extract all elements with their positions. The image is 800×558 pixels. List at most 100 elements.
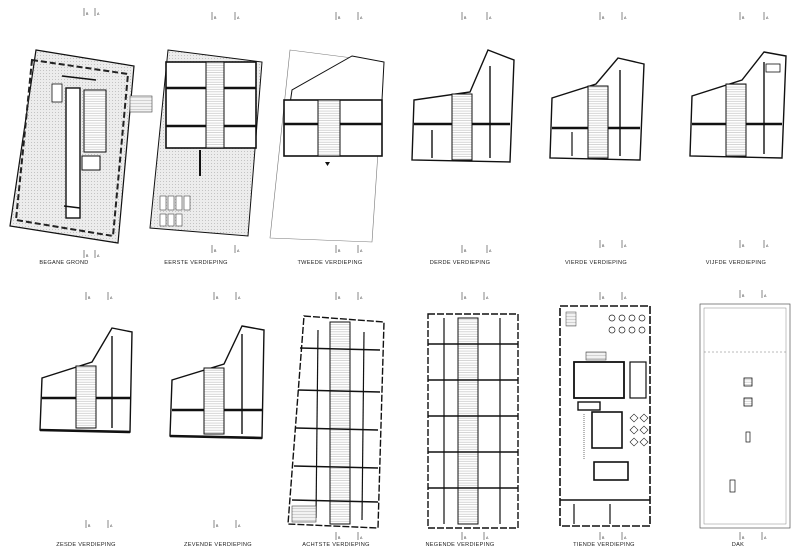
room [593, 461, 629, 481]
svg-text:A: A [489, 249, 492, 253]
svg-text:B: B [602, 296, 605, 300]
svg-text:A: A [624, 244, 627, 248]
section-marker-b: B [739, 12, 745, 20]
section-marker-a: A [357, 292, 363, 300]
section-marker-b: B [335, 292, 341, 300]
svg-text:B: B [86, 12, 89, 16]
plan-zevende-verdieping: B A B A ZEVENDE VERDIEPING [169, 292, 265, 548]
north-arrow-icon [325, 162, 330, 166]
entrance-ramp [129, 95, 153, 113]
svg-text:A: A [238, 296, 241, 300]
plan-dak: B A B A DAK [699, 290, 791, 548]
section-marker-b: B [213, 292, 219, 300]
corridor [75, 365, 97, 429]
corridor [205, 61, 225, 149]
room [573, 361, 625, 399]
section-marker-b: B [213, 520, 219, 528]
plan-vierde-verdieping: B A B A VIERDE VERDIEPING [549, 12, 645, 266]
svg-text:B: B [338, 16, 341, 20]
svg-text:A: A [237, 249, 240, 253]
stair-core [83, 89, 107, 153]
section-marker-a: A [94, 250, 100, 258]
room [81, 155, 101, 171]
svg-text:B: B [464, 249, 467, 253]
plan-label: ZESDE VERDIEPING [56, 542, 116, 548]
svg-text:A: A [766, 16, 769, 20]
svg-text:A: A [360, 296, 363, 300]
plan-tiende-verdieping: B A B A [559, 292, 651, 548]
section-marker-b: B [461, 245, 467, 253]
section-marker-a: A [235, 292, 241, 300]
section-marker-a: A [107, 520, 113, 528]
plan-label: ZEVENDE VERDIEPING [184, 542, 252, 548]
plan-label: TWEEDE VERDIEPING [297, 260, 362, 266]
section-marker-b: B [739, 290, 745, 298]
section-marker-a: A [357, 12, 363, 20]
vent [745, 431, 751, 443]
svg-text:B: B [602, 16, 605, 20]
plan-derde-verdieping: B A B A DERDE VERDIEPING [411, 12, 515, 266]
svg-text:B: B [338, 249, 341, 253]
svg-text:A: A [360, 16, 363, 20]
room [51, 83, 63, 103]
svg-text:B: B [464, 296, 467, 300]
svg-text:A: A [764, 294, 767, 298]
corridor [317, 99, 341, 157]
parking-spaces [159, 195, 191, 227]
svg-text:B: B [214, 16, 217, 20]
svg-text:A: A [110, 524, 113, 528]
svg-text:A: A [238, 524, 241, 528]
roof-hatch [743, 377, 753, 387]
section-marker-b: B [739, 240, 745, 248]
section-marker-a: A [483, 292, 489, 300]
roof-edge [703, 307, 787, 525]
roof-hatch [743, 397, 753, 407]
corridor [329, 321, 351, 525]
section-marker-a: A [486, 12, 492, 20]
stair [585, 351, 607, 361]
corridor [203, 367, 225, 435]
section-marker-a: A [486, 245, 492, 253]
plan-label: BEGANE GROND [39, 260, 88, 266]
section-marker-b: B [83, 250, 89, 258]
section-marker-b: B [335, 532, 341, 540]
section-marker-a: A [763, 240, 769, 248]
core-strip [65, 87, 81, 219]
plan-negende-verdieping: B A B A NEGENDE VERDIEPING [425, 292, 519, 548]
plan-label: EERSTE VERDIEPING [164, 260, 228, 266]
plan-eerste-verdieping: B A B A EERSTE VERDIEPING [149, 12, 263, 266]
section-marker-a: A [94, 8, 100, 16]
svg-text:A: A [764, 536, 767, 540]
svg-text:B: B [464, 16, 467, 20]
section-marker-a: A [761, 532, 767, 540]
svg-text:B: B [216, 524, 219, 528]
room [765, 63, 781, 73]
corridor [587, 85, 609, 159]
svg-text:B: B [742, 244, 745, 248]
section-marker-b: B [335, 12, 341, 20]
svg-text:B: B [742, 16, 745, 20]
section-marker-a: A [761, 290, 767, 298]
corridor [725, 83, 747, 157]
section-marker-b: B [211, 245, 217, 253]
section-marker-b: B [461, 292, 467, 300]
section-marker-a: A [357, 245, 363, 253]
section-marker-a: A [621, 12, 627, 20]
section-marker-b: B [599, 292, 605, 300]
svg-text:A: A [489, 16, 492, 20]
svg-text:B: B [338, 296, 341, 300]
section-marker-b: B [599, 240, 605, 248]
svg-text:B: B [602, 536, 605, 540]
plan-tweede-verdieping: B A B A TWEEDE VERDIEPING [269, 12, 385, 266]
room [577, 401, 601, 411]
svg-text:A: A [97, 12, 100, 16]
svg-text:B: B [464, 536, 467, 540]
section-marker-b: B [335, 245, 341, 253]
plan-label: VIERDE VERDIEPING [565, 260, 627, 266]
section-marker-a: A [621, 240, 627, 248]
room [629, 361, 647, 399]
svg-text:A: A [486, 536, 489, 540]
roof-outline [699, 303, 791, 529]
plan-begane-grond: B A B A BEGANE GROND [9, 8, 153, 266]
svg-text:B: B [88, 296, 91, 300]
